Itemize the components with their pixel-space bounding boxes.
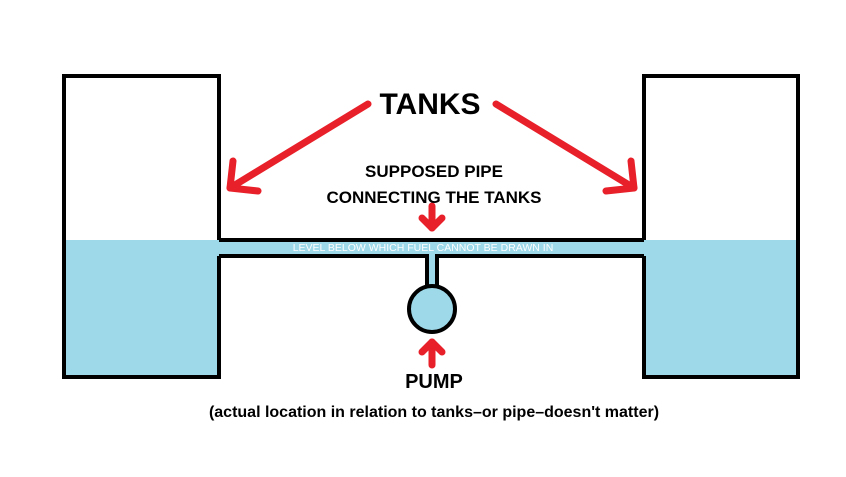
tanks-label: TANKS: [379, 88, 480, 121]
pump-label: PUMP: [405, 371, 463, 393]
left-tank-fuel: [64, 240, 219, 377]
arrow-to-pump: [418, 338, 446, 369]
right-tank-outline: [642, 74, 800, 379]
level-label: LEVEL BELOW WHICH FUEL CANNOT BE DRAWN I…: [293, 242, 554, 254]
pump-fuel: [409, 286, 455, 332]
pipe-label-line1: SUPPOSED PIPE: [365, 162, 503, 181]
arrow-to-right-tank: [492, 100, 638, 195]
left-tank-outline: [62, 74, 221, 379]
pipe-label-line2: CONNECTING THE TANKS: [326, 188, 541, 207]
pump-outline: [407, 284, 457, 334]
pipe-bottom-wall: [219, 254, 644, 288]
pump-location-note: (actual location in relation to tanks–or…: [209, 404, 659, 421]
pipe-fuel: [219, 240, 644, 256]
pump-stem-fuel: [427, 256, 437, 288]
arrow-to-pipe: [418, 202, 446, 232]
right-tank-fuel: [644, 240, 798, 377]
arrow-to-left-tank: [226, 100, 372, 195]
